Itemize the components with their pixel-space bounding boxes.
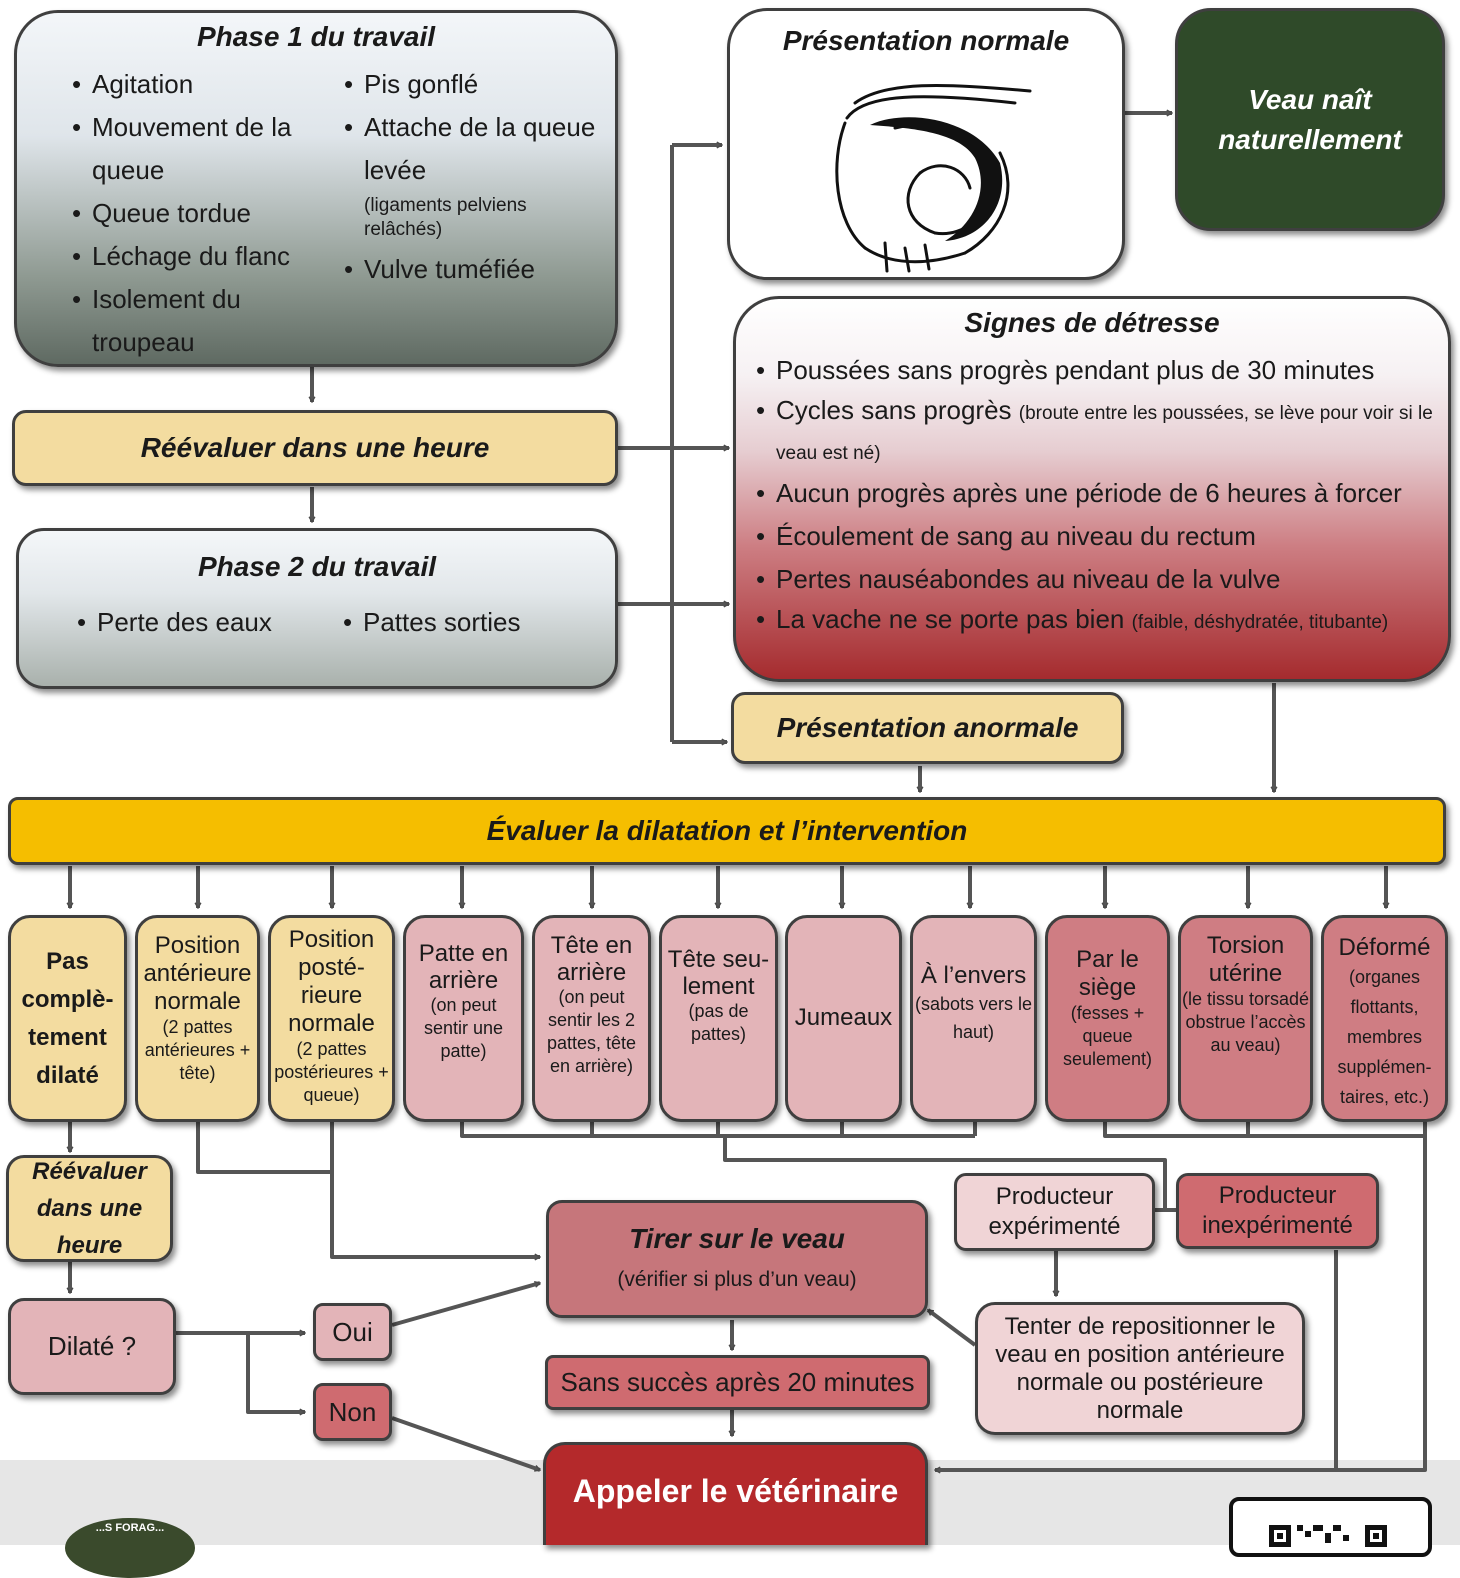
list-item-note: (faible, déshydratée, titubante) [1131, 612, 1389, 633]
normal-presentation-title: Présentation normale [782, 25, 1070, 56]
distress-title: Signes de détresse [964, 307, 1220, 338]
list-item: Agitation [70, 63, 320, 106]
list-item: Écoulement de sang au niveau du rectum [754, 515, 1454, 558]
list-item: Perte des eaux [75, 607, 272, 638]
reposition-label: Tenter de repositionner le veau en posit… [995, 1312, 1285, 1424]
case-head-back: Tête en arrière (on peut sentir les 2 pa… [532, 915, 651, 1122]
calf-position-illustration [835, 83, 1032, 273]
list-item: Pattes sorties [341, 607, 521, 638]
case-label: Position antérieure normale [143, 932, 252, 1015]
case-label: Position posté-rieure normale [288, 926, 375, 1037]
reassess-hour-box: Réévaluer dans une heure [12, 410, 618, 486]
list-item-note: (broute entre les poussées, se lève pour… [776, 403, 1433, 464]
list-item-text: Cycles sans progrès [776, 395, 1012, 425]
phase1-left-list: Agitation Mouvement de la queue Queue to… [70, 63, 320, 364]
case-uterine-torsion: Torsion utérine (le tissu torsadé obstru… [1178, 915, 1313, 1122]
phase2-list-left: Perte des eaux [75, 607, 272, 638]
case-note: (2 pattes postérieures + queue) [274, 1039, 389, 1105]
pull-calf-box: Tirer sur le veau (vérifier si plus d’un… [546, 1200, 928, 1318]
case-leg-back: Patte en arrière (on peut sentir une pat… [403, 915, 524, 1122]
list-item: Vulve tuméfiée [342, 248, 602, 291]
case-note: (le tissu torsadé obstrue l’accès au vea… [1181, 989, 1310, 1055]
list-item: Pertes nauséabondes au niveau de la vulv… [754, 558, 1454, 601]
case-note: (organes flottants, membres supplémen-ta… [1337, 967, 1432, 1107]
case-label: À l’envers [920, 962, 1027, 989]
list-item: Queue tordue [70, 192, 320, 235]
inexperienced-producer-label: Producteur inexpérimenté [1202, 1182, 1353, 1239]
reassess-hour-small-box: Réévaluer dans une heure [6, 1155, 173, 1262]
case-anterior-normal: Position antérieure normale (2 pattes an… [135, 915, 260, 1122]
list-item: Isolement du troupeau [70, 278, 320, 364]
phase1-right-list: Pis gonflé Attache de la queue levée (li… [342, 63, 602, 291]
logo-text: ...S FORAG... [95, 1522, 165, 1534]
list-item: Léchage du flanc [70, 235, 320, 278]
no-box: Non [313, 1383, 392, 1441]
case-posterior-normal: Position posté-rieure normale (2 pattes … [268, 915, 395, 1122]
qr-pattern-icon [1269, 1525, 1387, 1547]
reassess-hour-small-label: Réévaluer dans une heure [32, 1158, 147, 1259]
list-item-note: (ligaments pelviens relâchés) [364, 195, 527, 240]
reposition-box: Tenter de repositionner le veau en posit… [975, 1302, 1305, 1435]
case-label: Patte en arrière [418, 940, 509, 994]
phase2-list-right: Pattes sorties [341, 607, 521, 638]
no-success-box: Sans succès après 20 minutes [545, 1355, 930, 1410]
case-note: (on peut sentir les 2 pattes, tête en ar… [546, 987, 637, 1076]
phase1-title: Phase 1 du travail [196, 21, 436, 52]
case-label: Par le siège [1076, 946, 1139, 1001]
list-item-text: Écoulement de sang au niveau du rectum [776, 521, 1256, 551]
inexperienced-producer-box: Producteur inexpérimenté [1176, 1173, 1379, 1249]
list-item: Poussées sans progrès pendant plus de 30… [754, 349, 1454, 392]
list-item: Aucun progrès après une période de 6 heu… [754, 472, 1454, 515]
case-note: (fesses + queue seulement) [1062, 1003, 1153, 1069]
list-item: Cycles sans progrès (broute entre les po… [754, 392, 1454, 472]
case-upside-down: À l’envers (sabots vers le haut) [910, 915, 1037, 1122]
experienced-producer-label: Producteur expérimenté [988, 1183, 1121, 1240]
logo: ...S FORAG... [65, 1518, 195, 1578]
distress-box: Signes de détresse Poussées sans progrès… [733, 296, 1451, 682]
case-label: Tête en arrière [550, 932, 633, 986]
list-item: Mouvement de la queue [70, 106, 320, 192]
evaluate-bar: Évaluer la dilatation et l’intervention [8, 797, 1446, 865]
case-head-only: Tête seu-lement (pas de pattes) [659, 915, 778, 1122]
case-label: Pas complè-tement dilaté [21, 947, 114, 1089]
dilated-question-box: Dilaté ? [8, 1298, 176, 1395]
list-item-text: Poussées sans progrès pendant plus de 30… [776, 355, 1375, 385]
list-item-text: La vache ne se porte pas bien [776, 604, 1125, 634]
list-item: Pis gonflé [342, 63, 602, 106]
yes-box: Oui [313, 1303, 392, 1361]
list-item-text: Aucun progrès après une période de 6 heu… [776, 478, 1402, 508]
phase1-box: Phase 1 du travail Agitation Mouvement d… [14, 10, 618, 367]
case-not-dilated: Pas complè-tement dilaté [8, 915, 127, 1122]
case-note: (2 pattes antérieures + tête) [144, 1017, 251, 1083]
case-label: Tête seu-lement [667, 946, 770, 1000]
qr-code [1229, 1497, 1432, 1557]
phase2-box: Phase 2 du travail Perte des eaux Pattes… [16, 528, 618, 689]
list-item: Attache de la queue levée (ligaments pel… [342, 106, 602, 242]
pull-calf-title: Tirer sur le veau [629, 1223, 845, 1254]
calf-born-label: Veau naît naturellement [1218, 83, 1402, 155]
case-note: (sabots vers le haut) [914, 994, 1033, 1042]
case-label: Jumeaux [794, 1004, 893, 1032]
abnormal-presentation-box: Présentation anormale [731, 692, 1124, 764]
case-label: Déformé [1338, 934, 1431, 961]
list-item-text: Pertes nauséabondes au niveau de la vulv… [776, 564, 1281, 594]
case-label: Torsion utérine [1206, 932, 1285, 987]
list-item-text: Attache de la queue levée [364, 112, 596, 185]
case-note: (on peut sentir une patte) [423, 995, 504, 1061]
distress-list: Poussées sans progrès pendant plus de 30… [754, 349, 1454, 641]
case-breech: Par le siège (fesses + queue seulement) [1045, 915, 1170, 1122]
experienced-producer-box: Producteur expérimenté [954, 1173, 1155, 1251]
pull-calf-note: (vérifier si plus d’un veau) [617, 1268, 857, 1292]
phase2-title: Phase 2 du travail [197, 551, 437, 582]
case-note: (pas de pattes) [688, 1001, 749, 1044]
list-item: La vache ne se porte pas bien (faible, d… [754, 601, 1454, 641]
case-deformed: Déformé (organes flottants, membres supp… [1321, 915, 1448, 1122]
calf-born-box: Veau naît naturellement [1175, 8, 1445, 231]
case-twins: Jumeaux [785, 915, 902, 1122]
normal-presentation-box: Présentation normale [727, 8, 1125, 280]
call-vet-box: Appeler le vétérinaire [543, 1442, 928, 1545]
